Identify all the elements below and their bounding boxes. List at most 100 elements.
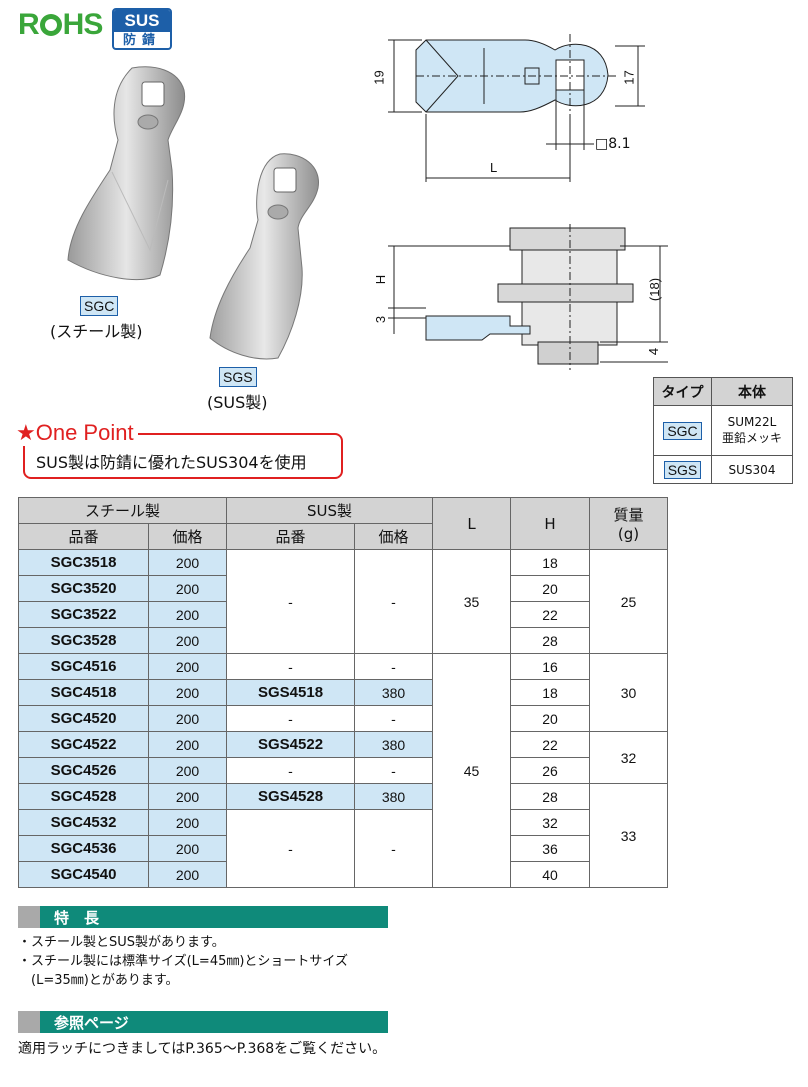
sus-code: - xyxy=(226,757,356,784)
weight-value: 33 xyxy=(589,783,669,888)
table-row: SGC4526 200 - - 26 xyxy=(18,757,668,784)
table-row: SGC4528 200 SGS4528 380 28 33 xyxy=(18,783,669,888)
steel-code: SGC4516 xyxy=(18,653,149,680)
dim-height: H xyxy=(373,274,389,285)
sus-price: 380 xyxy=(354,679,434,706)
height-value: 32 xyxy=(510,809,591,836)
material-type: SGS xyxy=(663,460,702,479)
steel-code: SGC3518 xyxy=(18,549,149,576)
height-value: 20 xyxy=(510,575,591,602)
features-text: ・スチール製とSUS製があります。 ・スチール製には標準サイズ(L=45㎜)とシ… xyxy=(18,933,348,990)
weight-value: 32 xyxy=(589,731,669,784)
header-sus-code: 品番 xyxy=(226,523,356,550)
steel-code: SGC4518 xyxy=(18,679,149,706)
sus-price: - xyxy=(354,705,434,732)
steel-price: 200 xyxy=(147,835,228,862)
weight-value: 30 xyxy=(589,653,669,732)
material-header-type: タイプ xyxy=(653,377,712,406)
height-value: 40 xyxy=(510,861,591,888)
steel-price: 200 xyxy=(147,601,228,628)
features-line: ・スチール製とSUS製があります。 xyxy=(18,935,225,950)
sus-price: 380 xyxy=(354,783,434,810)
material-type: SGC xyxy=(663,421,702,440)
table-row: SGC3528 200 28 xyxy=(18,627,668,654)
one-point-text: SUS製は防錆に優れたSUS304を使用 xyxy=(36,453,307,472)
steel-code: SGC4520 xyxy=(18,705,149,732)
features-title: 特 長 xyxy=(54,909,100,927)
features-line: (L=35㎜)とがあります。 xyxy=(18,973,179,988)
sus-price: 380 xyxy=(354,731,434,758)
steel-price: 200 xyxy=(147,549,228,576)
sgc-code-label: SGC xyxy=(80,296,119,316)
table-row: SGC4522 200 SGS4522 380 22 32 xyxy=(18,731,669,784)
table-row: SGC3518 200 - - 35 18 25 xyxy=(18,549,669,654)
side-view-drawing xyxy=(388,224,668,370)
sus-code: SGS4528 xyxy=(226,783,356,810)
height-value: 26 xyxy=(510,757,591,784)
sus-code: - xyxy=(226,705,356,732)
material-row: SGC SUM22L 亜鉛メッキ xyxy=(653,405,793,456)
header-steel: スチール製 xyxy=(17,497,228,524)
reference-title: 参照ページ xyxy=(54,1014,129,1032)
steel-price: 200 xyxy=(147,809,228,836)
table-row: SGC4518 200 SGS4518 380 18 xyxy=(18,679,668,706)
header-sus-price: 価格 xyxy=(354,523,434,550)
steel-price: 200 xyxy=(147,861,228,888)
rust-proof-label: 防錆 xyxy=(122,33,161,48)
header-steel-price: 価格 xyxy=(147,523,228,550)
dim-18: (18) xyxy=(647,277,663,302)
sus-price: - xyxy=(354,757,434,784)
height-value: 18 xyxy=(510,549,591,576)
sus-price: - xyxy=(354,809,434,888)
header-weight: 質量(g) xyxy=(589,497,669,550)
material-header-body: 本体 xyxy=(711,377,793,406)
height-value: 28 xyxy=(510,783,591,810)
features-line: ・スチール製には標準サイズ(L=45㎜)とショートサイズ xyxy=(18,954,349,969)
sus-code: SGS4518 xyxy=(226,679,356,706)
length-value: 45 xyxy=(432,653,512,888)
top-view-drawing xyxy=(388,34,645,182)
material-table: タイプ 本体 SGC SUM22L 亜鉛メッキ SGS SUS304 xyxy=(653,377,793,484)
table-row: SGC4532 200 - - 32 xyxy=(18,809,668,888)
height-value: 36 xyxy=(510,835,591,862)
height-value: 22 xyxy=(510,731,591,758)
sgs-caption: (SUS製) xyxy=(207,393,268,412)
steel-price: 200 xyxy=(147,757,228,784)
sgs-product-image xyxy=(209,153,319,360)
features-header: 特 長 xyxy=(18,906,388,928)
sus-code: - xyxy=(226,653,356,680)
height-value: 28 xyxy=(510,627,591,654)
steel-price: 200 xyxy=(147,705,228,732)
height-value: 18 xyxy=(510,679,591,706)
steel-code: SGC3528 xyxy=(18,627,149,654)
steel-price: 200 xyxy=(147,679,228,706)
product-table: スチール製 SUS製 L H 質量(g) 品番 価格 品番 価格 SGC3518… xyxy=(17,497,669,888)
one-point-title: ★One Point xyxy=(16,420,138,446)
reference-text: 適用ラッチにつきましてはP.365～P.368をご覧ください。 xyxy=(18,1041,387,1057)
header-steel-code: 品番 xyxy=(18,523,149,550)
material-finish: 亜鉛メッキ xyxy=(721,431,782,445)
sus-code: - xyxy=(226,549,356,654)
steel-code: SGC4540 xyxy=(18,861,149,888)
dim-3: 3 xyxy=(373,315,389,324)
table-row: SGC3522 200 22 xyxy=(18,601,668,628)
one-point-box xyxy=(23,433,343,479)
steel-code: SGC3522 xyxy=(18,601,149,628)
dim-square: □8.1 xyxy=(595,136,631,152)
table-row: SGC4520 200 - - 20 xyxy=(18,705,668,732)
length-value: 35 xyxy=(432,549,512,654)
sgc-caption: (スチール製) xyxy=(50,322,143,341)
reference-header: 参照ページ xyxy=(18,1011,388,1033)
sus-price: - xyxy=(354,549,434,654)
material-body: SUM22L xyxy=(727,415,777,429)
weight-value: 25 xyxy=(589,549,669,654)
steel-code: SGC4536 xyxy=(18,835,149,862)
dim-17: 17 xyxy=(621,70,637,85)
sus-rust-badge: SUS 防錆 xyxy=(112,8,172,50)
material-row: SGS SUS304 xyxy=(653,455,793,484)
steel-price: 200 xyxy=(147,575,228,602)
dim-length: L xyxy=(490,160,498,175)
table-row: SGC3520 200 20 xyxy=(18,575,668,602)
sus-code: - xyxy=(226,809,356,888)
header-H: H xyxy=(510,497,591,550)
